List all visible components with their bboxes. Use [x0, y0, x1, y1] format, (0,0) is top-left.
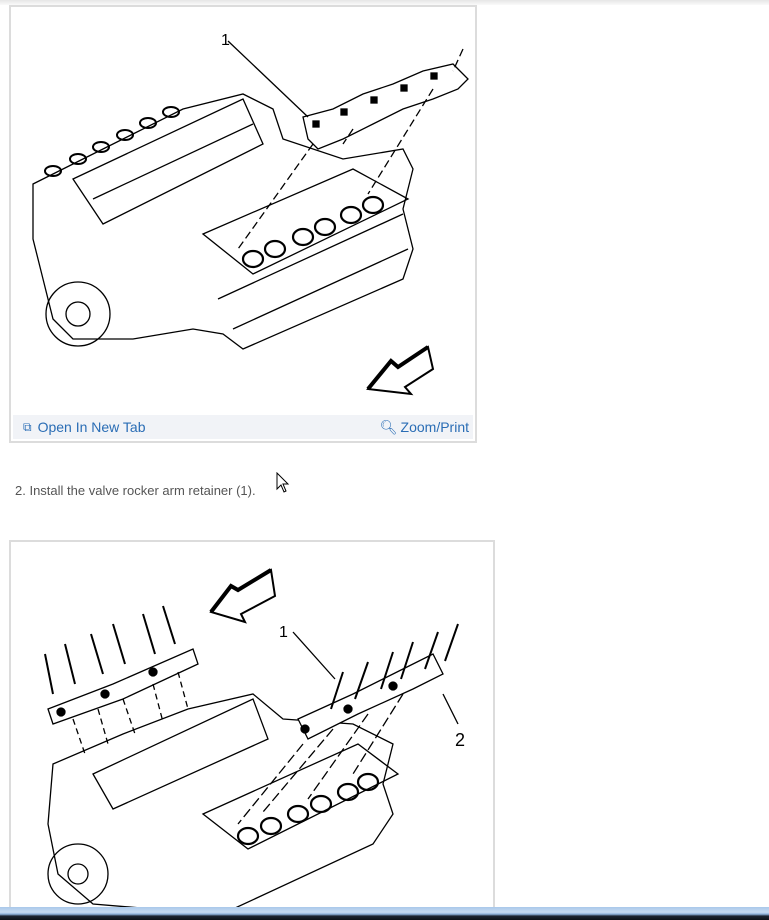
step-instruction: 2. Install the valve rocker arm retainer…	[15, 483, 256, 498]
engine-diagram-image-2[interactable]: 1 2	[13, 544, 493, 914]
mouse-cursor-icon	[276, 472, 290, 493]
open-new-tab-icon: ⧉	[23, 419, 32, 434]
taskbar	[0, 907, 769, 920]
engine-diagram-image-1[interactable]: 1	[13, 9, 473, 417]
callout-2-label: 2	[455, 730, 465, 750]
open-in-new-tab-link[interactable]: ⧉ Open In New Tab	[13, 419, 146, 435]
zoom-print-label: Zoom/Print	[400, 419, 469, 435]
zoom-print-link[interactable]: 🔍︎ Zoom/Print	[380, 419, 469, 436]
top-edge	[0, 0, 769, 5]
diagram-figure-2: 1 2	[9, 540, 495, 912]
callout-1-label: 1	[221, 32, 230, 49]
callout-1-label: 1	[279, 624, 288, 641]
open-in-new-tab-label: Open In New Tab	[37, 419, 146, 435]
diagram-figure-1: 1 ⧉ Open In New Tab 🔍︎ Zoom/Print	[9, 5, 477, 443]
image-footer-bar: ⧉ Open In New Tab 🔍︎ Zoom/Print	[13, 415, 473, 439]
zoom-in-icon: 🔍︎	[379, 418, 398, 435]
